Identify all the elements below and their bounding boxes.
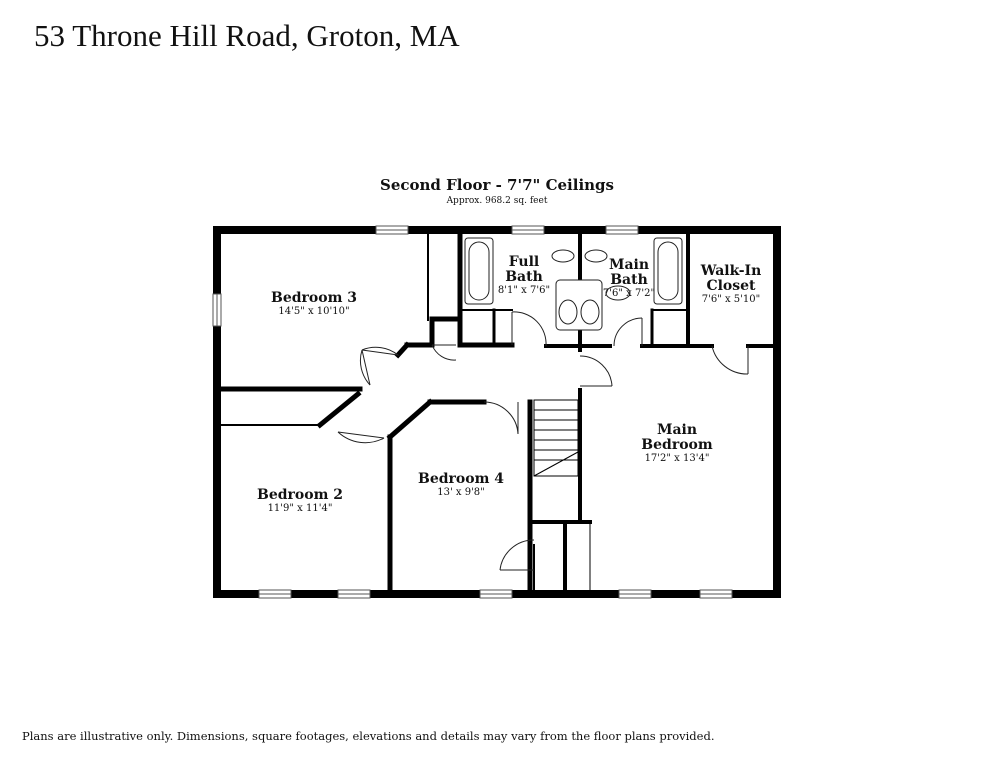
room-name: Walk-In	[700, 263, 762, 279]
floor-plan-title: Second Floor - 7'7" Ceilings	[380, 176, 614, 194]
bath-fixtures	[464, 237, 683, 331]
room-name: Bedroom 4	[418, 471, 504, 487]
room-dimensions: 17'2" x 13'4"	[645, 453, 710, 464]
room-dimensions: 13' x 9'8"	[437, 487, 485, 498]
room-dimensions: 7'6" x 5'10"	[702, 294, 761, 305]
room-dimensions: 14'5" x 10'10"	[278, 306, 349, 317]
room-name: Bedroom 3	[271, 290, 357, 306]
room-name: Closet	[706, 278, 756, 294]
room-bedroom-2: Bedroom 2 11'9" x 11'4"	[257, 487, 343, 514]
room-bedroom-3: Bedroom 3 14'5" x 10'10"	[271, 290, 357, 317]
property-address: 53 Throne Hill Road, Groton, MA	[34, 18, 460, 53]
room-bedroom-4: Bedroom 4 13' x 9'8"	[418, 471, 504, 498]
room-name: Main	[609, 257, 649, 273]
interior-walls	[218, 231, 775, 593]
disclaimer: Plans are illustrative only. Dimensions,…	[22, 729, 715, 743]
room-name: Bedroom	[641, 437, 713, 453]
doors	[337, 311, 749, 571]
room-main-bath: Main Bath 7'6" x 7'2"	[603, 257, 655, 299]
room-dimensions: 7'6" x 7'2"	[603, 288, 655, 299]
room-name: Bath	[505, 269, 543, 285]
room-name: Bedroom 2	[257, 487, 343, 503]
floor-area: Approx. 968.2 sq. feet	[446, 196, 548, 206]
room-full-bath: Full Bath 8'1" x 7'6"	[498, 254, 550, 296]
room-main-bedroom: Main Bedroom 17'2" x 13'4"	[641, 422, 713, 464]
room-name: Bath	[610, 272, 648, 288]
windows	[212, 225, 733, 599]
room-dimensions: 8'1" x 7'6"	[498, 285, 550, 296]
room-name: Main	[657, 422, 697, 438]
room-walk-in-closet: Walk-In Closet 7'6" x 5'10"	[700, 263, 762, 305]
staircase	[533, 399, 579, 477]
room-name: Full	[509, 254, 540, 270]
room-dimensions: 11'9" x 11'4"	[268, 503, 333, 514]
